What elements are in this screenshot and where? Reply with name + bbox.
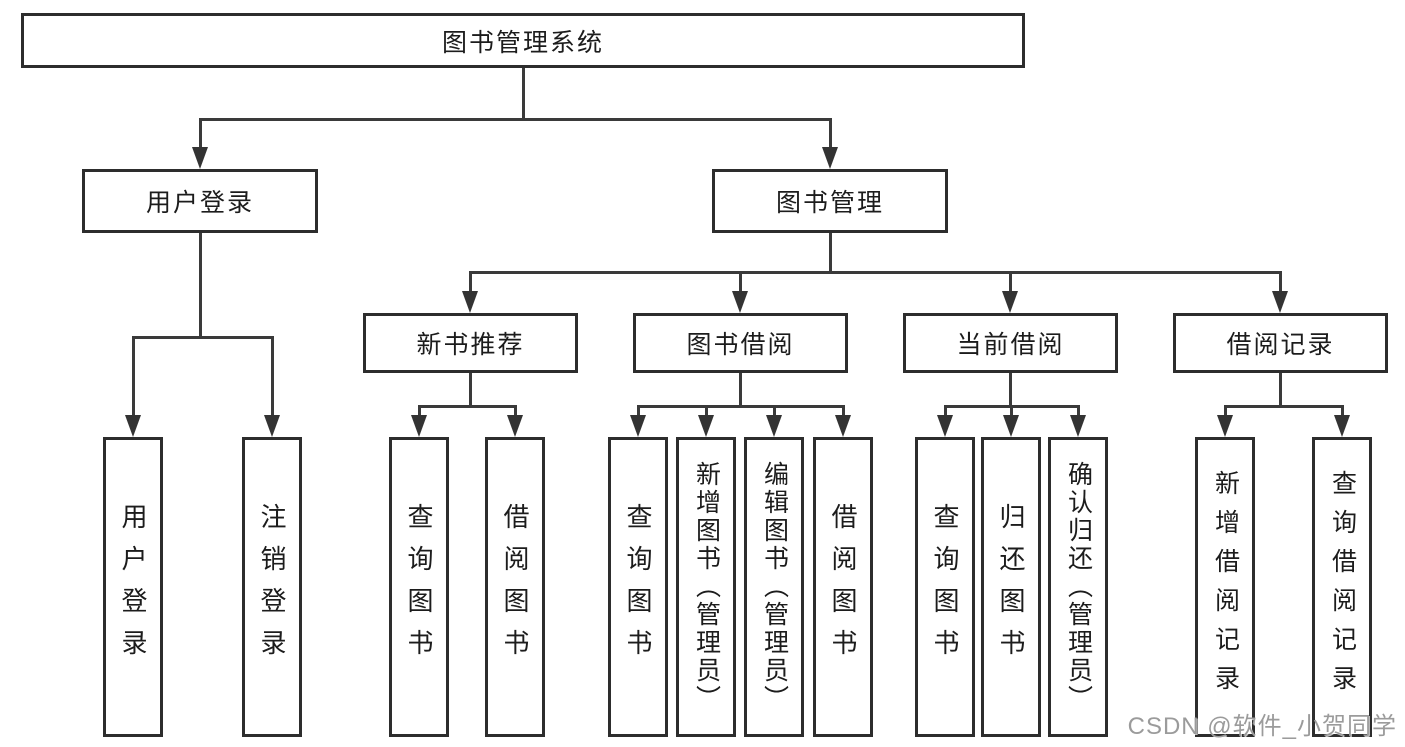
node-current-borrow: 当前借阅 bbox=[903, 313, 1118, 373]
connector-bus bbox=[417, 405, 517, 408]
arrow-down-icon bbox=[411, 415, 427, 437]
leaf-query-books-1: 查询图书 bbox=[389, 437, 449, 737]
connector-stem bbox=[738, 373, 742, 405]
arrow-down-icon bbox=[766, 415, 782, 437]
connector-drop-book-mgmt bbox=[828, 118, 832, 150]
node-borrow-records: 借阅记录 bbox=[1173, 313, 1388, 373]
connector-drop-user-login bbox=[198, 118, 202, 150]
arrow-down-icon bbox=[630, 415, 646, 437]
arrow-down-icon bbox=[462, 291, 478, 313]
arrow-down-icon bbox=[507, 415, 523, 437]
leaf-add-books-admin-label: 新增图书（管理员） bbox=[692, 461, 721, 713]
leaf-query-books-2-label: 查询图书 bbox=[623, 503, 653, 671]
node-book-borrow: 图书借阅 bbox=[633, 313, 848, 373]
connector-user-login-stem bbox=[198, 233, 202, 336]
node-book-management: 图书管理 bbox=[712, 169, 948, 233]
node-book-management-label: 图书管理 bbox=[775, 189, 884, 217]
connector-drop bbox=[943, 405, 947, 417]
leaf-logout-label: 注销登录 bbox=[257, 503, 287, 671]
connector-drop bbox=[704, 405, 708, 417]
node-new-book-recommend: 新书推荐 bbox=[363, 313, 578, 373]
connector-stem bbox=[1008, 373, 1012, 405]
connector-drop bbox=[1223, 405, 1227, 417]
leaf-query-books-1-label: 查询图书 bbox=[404, 503, 434, 671]
leaf-user-login: 用户登录 bbox=[103, 437, 163, 737]
arrow-down-icon bbox=[698, 415, 714, 437]
arrow-down-icon bbox=[732, 291, 748, 313]
connector-bus bbox=[1223, 405, 1344, 408]
connector-book-mgmt-stem bbox=[828, 233, 832, 271]
arrow-down-icon bbox=[1272, 291, 1288, 313]
leaf-return-books-label: 归还图书 bbox=[996, 503, 1026, 671]
arrow-down-icon bbox=[822, 147, 838, 169]
leaf-query-borrow-record: 查询借阅记录 bbox=[1312, 437, 1372, 737]
arrow-down-icon bbox=[125, 415, 141, 437]
connector-root-stem bbox=[521, 68, 525, 118]
leaf-confirm-return-admin-label: 确认归还（管理员） bbox=[1064, 461, 1093, 713]
connector-drop bbox=[1076, 405, 1080, 417]
arrow-down-icon bbox=[835, 415, 851, 437]
arrow-down-icon bbox=[1003, 415, 1019, 437]
connector-drop bbox=[270, 336, 274, 417]
node-user-login-label: 用户登录 bbox=[145, 189, 254, 217]
leaf-edit-books-admin-label: 编辑图书（管理员） bbox=[760, 461, 789, 713]
leaf-add-books-admin: 新增图书（管理员） bbox=[676, 437, 736, 737]
arrow-down-icon bbox=[1070, 415, 1086, 437]
leaf-borrow-books-1: 借阅图书 bbox=[485, 437, 545, 737]
connector-drop bbox=[1009, 405, 1013, 417]
connector-drop bbox=[1340, 405, 1344, 417]
connector-stem bbox=[1278, 373, 1282, 405]
arrow-down-icon bbox=[1217, 415, 1233, 437]
arrow-down-icon bbox=[1002, 291, 1018, 313]
node-new-book-recommend-label: 新书推荐 bbox=[416, 331, 525, 359]
leaf-confirm-return-admin: 确认归还（管理员） bbox=[1048, 437, 1108, 737]
leaf-query-books-3: 查询图书 bbox=[915, 437, 975, 737]
leaf-add-borrow-record-label: 新增借阅记录 bbox=[1211, 470, 1240, 704]
csdn-watermark: CSDN @软件_小贺同学 bbox=[1127, 713, 1397, 740]
connector-root-bus bbox=[198, 118, 832, 121]
arrow-down-icon bbox=[937, 415, 953, 437]
node-root: 图书管理系统 bbox=[21, 13, 1025, 68]
node-borrow-records-label: 借阅记录 bbox=[1226, 331, 1335, 359]
connector-drop bbox=[1278, 271, 1282, 293]
node-user-login: 用户登录 bbox=[82, 169, 318, 233]
connector-drop bbox=[1008, 271, 1012, 293]
connector-user-login-bus bbox=[131, 336, 274, 339]
leaf-borrow-books-2-label: 借阅图书 bbox=[828, 503, 858, 671]
node-current-borrow-label: 当前借阅 bbox=[956, 331, 1065, 359]
connector-drop bbox=[417, 405, 421, 417]
connector-drop bbox=[636, 405, 640, 417]
arrow-down-icon bbox=[192, 147, 208, 169]
connector-drop bbox=[772, 405, 776, 417]
node-book-borrow-label: 图书借阅 bbox=[686, 331, 795, 359]
connector-drop bbox=[131, 336, 135, 417]
connector-drop bbox=[513, 405, 517, 417]
connector-stem bbox=[468, 373, 472, 405]
connector-book-mgmt-bus bbox=[468, 271, 1282, 274]
leaf-query-borrow-record-label: 查询借阅记录 bbox=[1328, 470, 1357, 704]
connector-drop bbox=[841, 405, 845, 417]
leaf-borrow-books-2: 借阅图书 bbox=[813, 437, 873, 737]
arrow-down-icon bbox=[264, 415, 280, 437]
leaf-query-books-3-label: 查询图书 bbox=[930, 503, 960, 671]
leaf-user-login-label: 用户登录 bbox=[118, 503, 148, 671]
leaf-edit-books-admin: 编辑图书（管理员） bbox=[744, 437, 804, 737]
connector-drop bbox=[468, 271, 472, 293]
leaf-borrow-books-1-label: 借阅图书 bbox=[500, 503, 530, 671]
arrow-down-icon bbox=[1334, 415, 1350, 437]
connector-bus bbox=[636, 405, 845, 408]
node-root-label: 图书管理系统 bbox=[441, 28, 604, 57]
leaf-return-books: 归还图书 bbox=[981, 437, 1041, 737]
leaf-logout: 注销登录 bbox=[242, 437, 302, 737]
connector-drop bbox=[738, 271, 742, 293]
leaf-add-borrow-record: 新增借阅记录 bbox=[1195, 437, 1255, 737]
leaf-query-books-2: 查询图书 bbox=[608, 437, 668, 737]
